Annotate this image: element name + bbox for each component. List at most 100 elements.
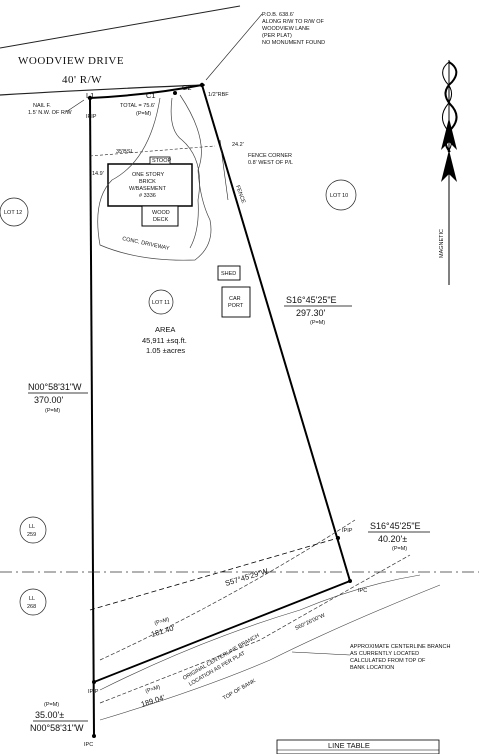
road-name: WOODVIEW DRIVE <box>18 55 124 67</box>
property-frontage <box>89 84 203 99</box>
house-label-4: # 3336 <box>139 193 156 199</box>
deck-label-1: WOOD <box>152 210 170 216</box>
area-sqft: 45,911 ±sq.ft. <box>142 336 187 345</box>
road-width: 40' R/W <box>62 74 102 86</box>
ll-268-label-1: LL <box>29 596 35 602</box>
east-bearing: S16°45'25"E <box>286 295 337 305</box>
carport-label-2: PORT <box>228 303 244 309</box>
property-line-east <box>201 84 351 582</box>
left-offset: 14.9' <box>92 171 104 177</box>
area-label: AREA <box>155 325 175 334</box>
right-offset: 24.2' <box>232 142 244 148</box>
lot-11-circle <box>148 289 174 315</box>
east-short-bearing: S16°45'25"E <box>370 521 421 531</box>
shed <box>217 265 241 281</box>
ip-marker <box>199 82 205 88</box>
ll-268-label-2: 268 <box>27 604 36 610</box>
east-distance: 297.30' <box>296 308 326 318</box>
branch-note-4: BANK LOCATION <box>350 665 394 671</box>
pob-note-3: WOODVIEW LANE <box>262 26 310 32</box>
top-bank-label: TOP OF BANK <box>222 678 257 702</box>
curve-l1: L1 <box>86 91 94 100</box>
curve-c1: C1 <box>146 91 156 100</box>
creek-original-upper <box>99 519 356 661</box>
branch-note-2: AS CURRENTLY LOCATED <box>350 651 419 657</box>
setback-label: 35'BSL <box>116 149 134 155</box>
top-of-bank-lower <box>99 584 441 721</box>
driveway-label: CONC. DRIVEWAY <box>122 236 170 252</box>
south-dist-distance: 189.04' <box>140 693 166 709</box>
nail-note-1: NAIL F. <box>33 103 51 109</box>
stoop-label: STOOP <box>152 158 171 164</box>
ll-259-label-1: LL <box>29 524 35 530</box>
west-short-distance: 35.00'± <box>35 710 64 720</box>
curve-total-pm: (P=M) <box>136 111 151 117</box>
nail-note-2: 1.5' N.W. OF R/W <box>28 110 72 116</box>
ipip-label: IPIP <box>86 114 97 120</box>
west-pm: (P=M) <box>45 408 60 414</box>
creek-note-1: ORIGINAL CENTERLINE BRANCH <box>182 633 261 682</box>
line-table <box>276 739 440 754</box>
house-label-1: ONE STORY <box>132 172 165 178</box>
fence-note-2: 0.8' WEST OF P/L <box>248 160 293 166</box>
area-acres: 1.05 ±acres <box>146 346 185 355</box>
branch-bearing: S60°26'00"W <box>294 612 327 631</box>
lot-10-label: LOT 10 <box>330 193 348 199</box>
road-edge-north <box>0 5 241 49</box>
lot-11-label: LOT 11 <box>152 300 170 306</box>
ip-marker <box>92 680 96 684</box>
ipip-label: IPIP <box>88 689 99 695</box>
south-dist-pm: (P=M) <box>145 684 161 694</box>
ip-marker <box>336 536 340 540</box>
line-table-title: LINE TABLE <box>328 741 370 750</box>
east-pm: (P=M) <box>310 320 325 326</box>
lot-12-circle <box>0 197 29 227</box>
ipc-label: IPC <box>84 742 93 748</box>
carport-label-1: CAR <box>229 296 241 302</box>
ipip-label: IPIP <box>342 528 353 534</box>
fence-line <box>219 139 229 201</box>
ip-marker <box>173 91 177 95</box>
south-tie-pm: (P=M) <box>154 617 170 627</box>
ll-259-circle <box>19 516 47 544</box>
ipc-label: IPC <box>358 588 367 594</box>
ll-268-circle <box>19 588 47 616</box>
carport <box>221 286 251 318</box>
house-footprint <box>107 163 193 207</box>
pob-note-1: P.O.B. 638.6' <box>262 12 294 18</box>
driveway-edge-inner <box>170 97 200 249</box>
house-stoop <box>149 156 171 165</box>
north-arrow-icon <box>441 60 458 285</box>
house-label-3: W/BASEMENT <box>129 186 167 192</box>
driveway-edge-outer <box>97 94 212 261</box>
curve-total: TOTAL = 75.6' <box>120 103 155 109</box>
branch-note-1: APPROXIMATE CENTERLINE BRANCH <box>350 644 450 650</box>
branch-note-3: CALCULATED FROM TOP OF <box>350 658 426 664</box>
west-bearing: N00°58'31"W <box>28 382 82 392</box>
west-short-pm: (P=M) <box>44 702 59 708</box>
top-of-bank-upper <box>99 574 421 691</box>
fence-note-1: FENCE CORNER <box>248 153 292 159</box>
ll-259-label-2: 259 <box>27 532 36 538</box>
ip-marker <box>87 95 93 101</box>
west-distance: 370.00' <box>34 395 64 405</box>
pob-note-2: ALONG R/W TO R/W OF <box>262 19 324 25</box>
lot-12-label: LOT 12 <box>4 210 22 216</box>
pob-leader <box>205 13 263 81</box>
pob-note-5: NO MONUMENT FOUND <box>262 40 325 46</box>
property-line-south <box>93 580 351 683</box>
east-short-distance: 40.20'± <box>378 534 407 544</box>
lot-10-circle <box>325 179 357 211</box>
deck-label-2: DECK <box>153 217 169 223</box>
property-line-west <box>89 97 95 737</box>
rbf-label: 1/2"RBF <box>208 92 229 98</box>
branch-leader <box>291 651 351 656</box>
ip-marker <box>92 734 96 738</box>
setback-line <box>89 145 216 157</box>
pob-note-4: (PER PLAT) <box>262 33 292 39</box>
shed-label: SHED <box>221 271 236 277</box>
creek-current <box>99 554 411 704</box>
road-edge-south <box>0 84 206 96</box>
south-tie-distance: 181.40' <box>150 623 176 639</box>
nail-leader <box>65 99 85 113</box>
